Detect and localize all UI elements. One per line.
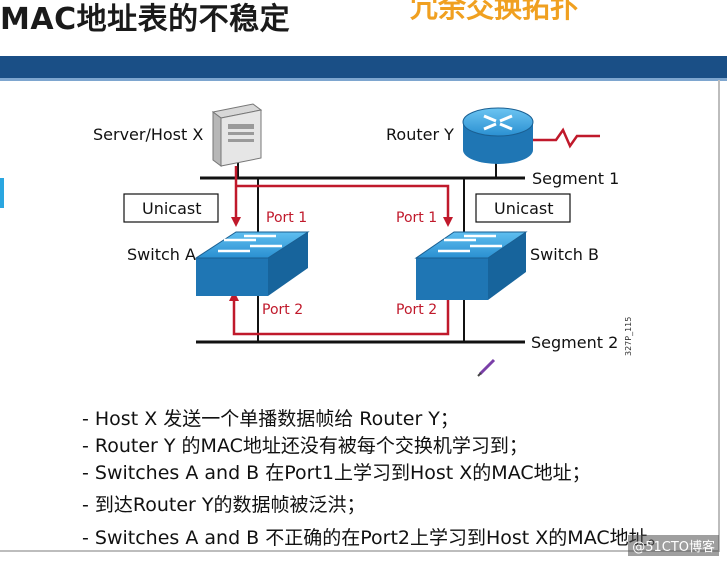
flow-switch-b-to-seg2 xyxy=(229,291,450,336)
router-serial-link xyxy=(533,127,600,149)
figure-code: 327P_115 xyxy=(624,317,633,356)
switch-a-port2-label: Port 2 xyxy=(262,302,303,318)
server-label: Server/Host X xyxy=(93,125,203,144)
frame-bottom-border xyxy=(0,550,720,552)
switch-b-port1-label: Port 1 xyxy=(396,210,437,226)
router-label: Router Y xyxy=(386,125,454,144)
header-bar xyxy=(0,56,727,78)
frame-right-border xyxy=(718,80,720,550)
header-bar-accent xyxy=(0,78,727,81)
router-icon xyxy=(462,107,534,164)
watermark: @51CTO博客 xyxy=(628,535,719,556)
bullet-item: - Router Y 的MAC地址还没有被每个交换机学习到； xyxy=(82,435,528,457)
switch-b-port2-label: Port 2 xyxy=(396,302,437,318)
bullet-item: - 到达Router Y的数据帧被泛洪； xyxy=(82,494,366,516)
unicast-label-right: Unicast xyxy=(494,199,554,218)
bullet-list: - Host X 发送一个单播数据帧给 Router Y； - Router Y… xyxy=(82,402,722,552)
unicast-label-left: Unicast xyxy=(142,199,202,218)
unicast-box-right xyxy=(475,193,571,223)
switch-a-icon xyxy=(194,231,310,296)
switch-b-label: Switch B xyxy=(530,245,599,264)
page-title-partial: 冗余交换拓扑 xyxy=(410,0,579,24)
switch-a-port1-label: Port 1 xyxy=(266,210,307,226)
left-edge-tab xyxy=(0,178,4,208)
flow-seg1-to-switch-b xyxy=(236,184,453,227)
segment-2-label: Segment 2 xyxy=(531,333,618,352)
page-title: MAC地址表的不稳定 xyxy=(0,2,291,37)
unicast-box-left xyxy=(123,193,219,223)
switch-b-icon xyxy=(414,231,528,300)
server-icon xyxy=(211,103,263,167)
bullet-item: - Host X 发送一个单播数据帧给 Router Y； xyxy=(82,408,459,430)
bullet-item: - Switches A and B 在Port1上学习到Host X的MAC地… xyxy=(82,462,591,484)
pen-cursor-icon xyxy=(477,358,496,377)
switch-a-label: Switch A xyxy=(127,245,196,264)
bullet-item: - Switches A and B 不正确的在Port2上学习到Host X的… xyxy=(82,527,667,549)
segment-1-label: Segment 1 xyxy=(532,169,619,188)
